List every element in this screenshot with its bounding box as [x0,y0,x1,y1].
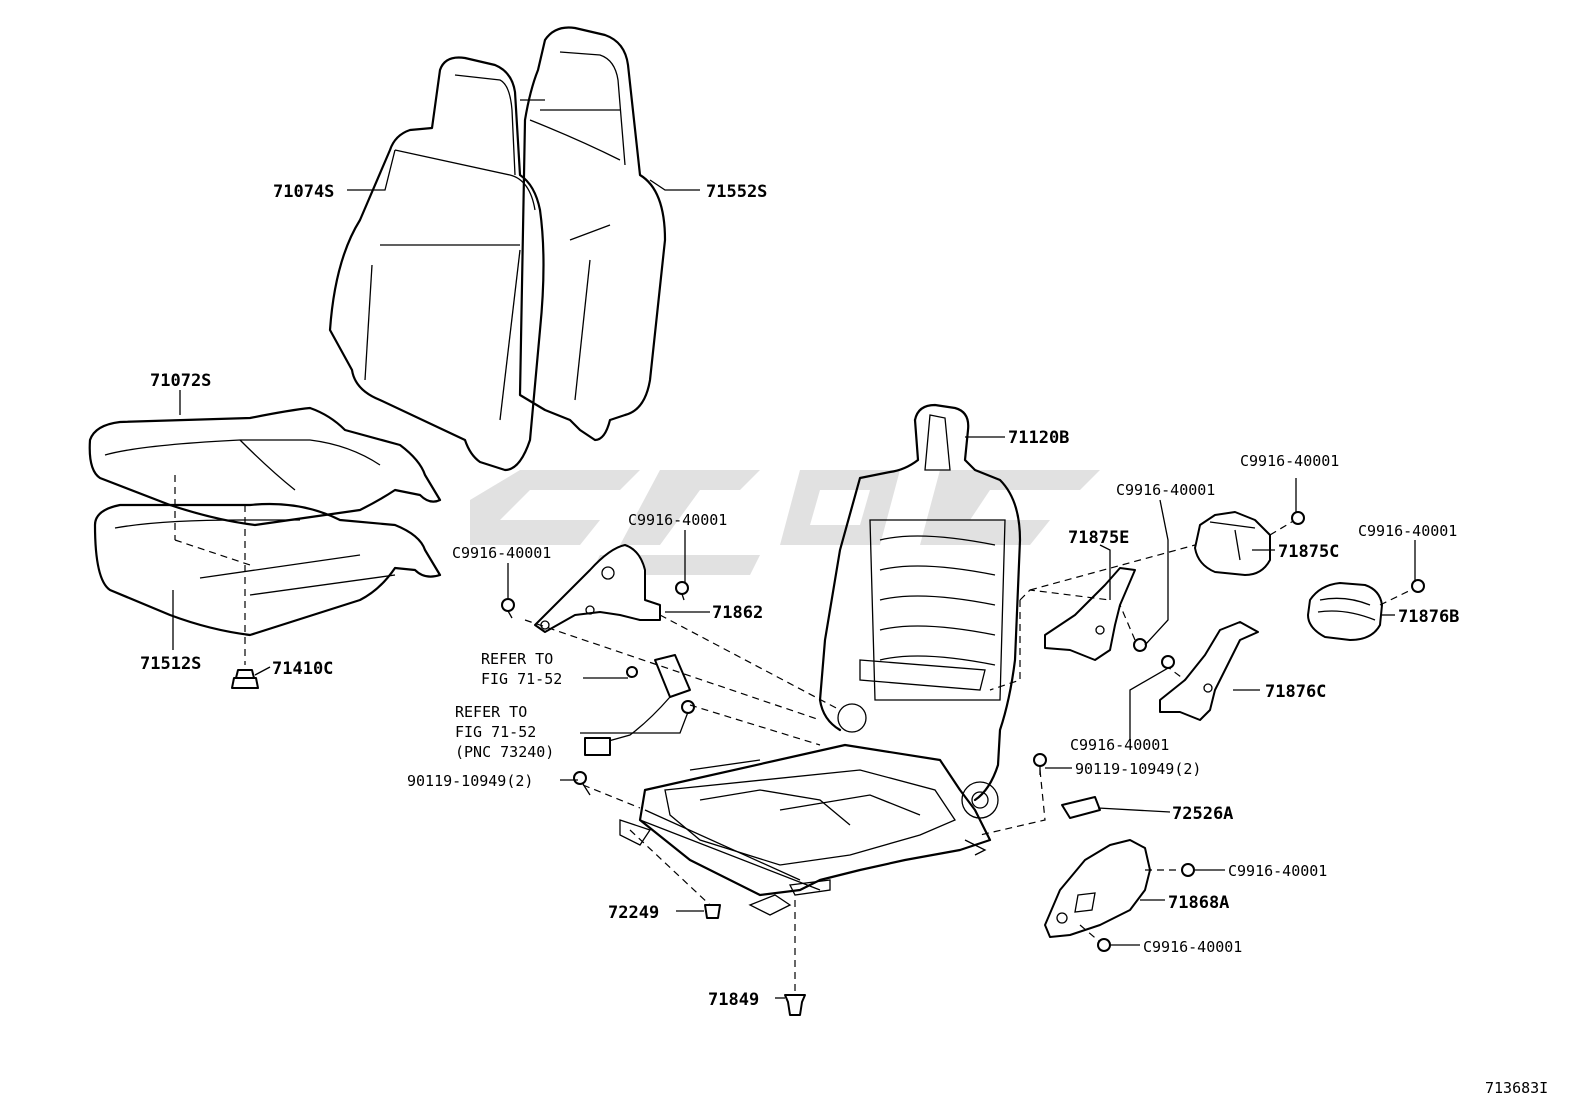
seatback-pad [518,26,667,442]
label-71868a: 71868A [1168,893,1229,913]
label-71849: 71849 [708,990,759,1010]
outer-shield-71868a [1044,839,1151,938]
label-c9916-inner-left: C9916-40001 [452,544,551,562]
bolt-90119-left [573,771,591,796]
screw-71876c [1161,655,1175,669]
screw-71876b [1411,579,1425,593]
screw-71875e [1133,638,1147,652]
cover-71875c [1194,511,1271,576]
assembly-guides-cushion [174,475,251,665]
screw-inner-left [501,598,515,619]
label-c9916-71868a-bottom: C9916-40001 [1143,938,1242,956]
note2-line1: REFER TO [455,703,527,721]
label-71120b: 71120B [1008,428,1069,448]
seat-cushion-pad [93,502,442,637]
label-90119-left: 90119-10949(2) [407,772,533,790]
clip-71410c [231,669,259,689]
screw-71868a-top [1181,863,1195,877]
label-c9916-71875e: C9916-40001 [1116,481,1215,499]
seat-track-frame [619,743,992,916]
screw-71875c [1291,511,1305,525]
cover-71876b [1307,582,1383,641]
label-72249: 72249 [608,903,659,923]
label-71875e: 71875E [1068,528,1129,548]
leader-lines [172,149,1416,999]
label-c9916-inner-right: C9916-40001 [628,511,727,529]
label-c9916-71868a-top: C9916-40001 [1228,862,1327,880]
cover-72526a [1061,796,1101,819]
label-71072s: 71072S [150,371,211,391]
seatback-cover [328,56,545,472]
bolt-71849-part [784,994,806,1016]
bolt-72249-part [704,904,721,919]
seatbelt-buckle [584,654,695,756]
label-71876b: 71876B [1398,607,1459,627]
seat-cushion-cover [88,406,442,527]
label-71074s: 71074S [273,182,334,202]
label-c9916-71875c: C9916-40001 [1240,452,1339,470]
label-c9916-71876c: C9916-40001 [1070,736,1169,754]
part-labels: 71074S 71552S 71072S 71512S 71410C 71120… [140,182,1548,1097]
note1-line1: REFER TO [481,650,553,668]
screw-71868a-bottom [1097,938,1111,952]
label-71875c: 71875C [1278,542,1339,562]
note2-line3: (PNC 73240) [455,743,554,761]
note1-line2: FIG 71-52 [481,670,562,688]
label-90119-right: 90119-10949(2) [1075,760,1201,778]
label-71876c: 71876C [1265,682,1326,702]
label-71552s: 71552S [706,182,767,202]
bolt-90119-right [1033,753,1047,775]
inner-shield-71862 [534,544,661,633]
label-72526a: 72526A [1172,804,1233,824]
note2-line2: FIG 71-52 [455,723,536,741]
assembly-guides-frame [524,519,1416,995]
label-71862: 71862 [712,603,763,623]
cover-71876c [1159,621,1259,721]
label-c9916-71876b: C9916-40001 [1358,522,1457,540]
fasteners [501,511,1425,1016]
label-71410c: 71410C [272,659,333,679]
screw-inner-right [675,581,689,601]
seatback-frame [818,403,1022,819]
figure-id: 713683I [1485,1079,1548,1097]
label-71512s: 71512S [140,654,201,674]
